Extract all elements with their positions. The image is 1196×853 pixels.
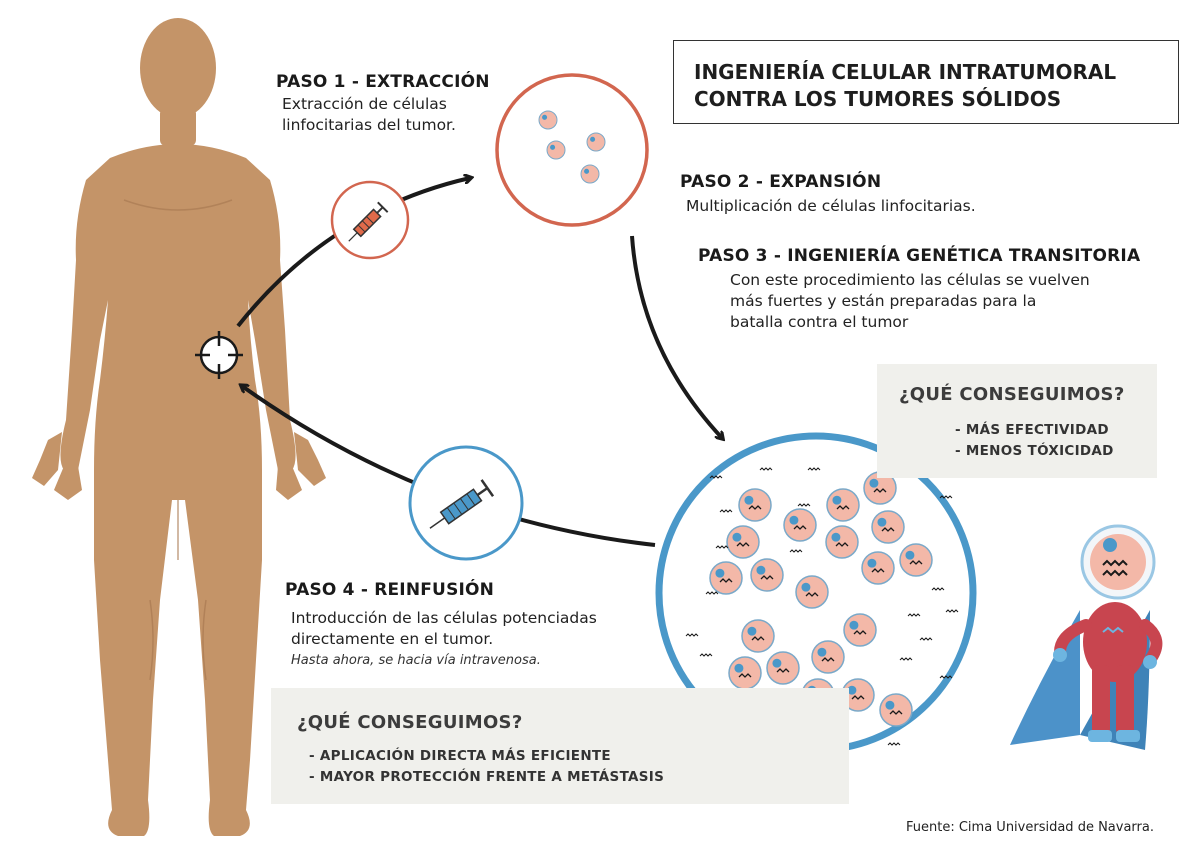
step-3: PASO 3 - INGENIERÍA GENÉTICA TRANSITORIA… bbox=[698, 246, 1140, 333]
tumor-marker-icon bbox=[939, 495, 953, 499]
gains-right-box: ¿QUÉ CONSEGUIMOS? - MÁS EFECTIVIDAD - ME… bbox=[877, 364, 1157, 478]
step-1: PASO 1 - EXTRACCIÓN Extracción de célula… bbox=[276, 72, 490, 136]
step-1-line-1: Extracción de células bbox=[282, 95, 447, 113]
step-3-line-3: batalla contra el tumor bbox=[730, 313, 909, 331]
lymphocyte-cell-icon bbox=[811, 640, 845, 674]
lymphocyte-cell-icon bbox=[750, 558, 784, 592]
step-3-title: PASO 3 - INGENIERÍA GENÉTICA TRANSITORIA bbox=[698, 246, 1141, 266]
lymphocyte-cell-icon bbox=[766, 651, 800, 685]
tumor-marker-icon bbox=[709, 475, 723, 479]
gains-bottom-item-2: - MAYOR PROTECCIÓN FRENTE A METÁSTASIS bbox=[309, 769, 665, 785]
step-4-line-1: Introducción de las células potenciadas bbox=[291, 609, 597, 627]
step-4: PASO 4 - REINFUSIÓN Introducción de las … bbox=[285, 580, 597, 668]
step-2-line-1: Multiplicación de células linfocitarias. bbox=[686, 197, 976, 215]
gains-right-item-1: - MÁS EFECTIVIDAD bbox=[955, 422, 1109, 438]
tumor-target-icon bbox=[195, 331, 243, 379]
step-3-line-2: más fuertes y están preparadas para la bbox=[730, 292, 1037, 310]
step-1-text: Extracción de células linfocitarias del … bbox=[282, 94, 490, 136]
step-3-line-1: Con este procedimiento las células se vu… bbox=[730, 271, 1090, 289]
lymphocyte-cell-icon bbox=[826, 488, 860, 522]
title-line-1: INGENIERÍA CELULAR INTRATUMORAL bbox=[694, 60, 1117, 84]
lymphocyte-cell-icon bbox=[783, 508, 817, 542]
lymphocyte-cell-icon bbox=[861, 551, 895, 585]
tumor-marker-icon bbox=[907, 613, 921, 617]
title-box: INGENIERÍA CELULAR INTRATUMORAL CONTRA L… bbox=[673, 40, 1179, 124]
step-4-line-2: directamente en el tumor. bbox=[291, 630, 494, 648]
lymphocyte-cell-icon bbox=[879, 693, 913, 727]
body-shading bbox=[123, 199, 233, 681]
lymphocyte-cell-icon bbox=[709, 561, 743, 595]
lymphocyte-cell-icon bbox=[825, 525, 859, 559]
gains-bottom-list: - APLICACIÓN DIRECTA MÁS EFICIENTE - MAY… bbox=[309, 746, 664, 788]
tumor-marker-icon bbox=[939, 675, 953, 679]
gains-right-item-2: - MENOS TÓXICIDAD bbox=[955, 443, 1114, 459]
step-1-line-2: linfocitarias del tumor. bbox=[282, 116, 456, 134]
step-3-text: Con este procedimiento las células se vu… bbox=[730, 270, 1140, 333]
gains-right-list: - MÁS EFECTIVIDAD - MENOS TÓXICIDAD bbox=[955, 420, 1114, 462]
lymphocyte-cell-icon bbox=[726, 525, 760, 559]
lymphocyte-cell-icon bbox=[538, 110, 558, 130]
step-1-title: PASO 1 - EXTRACCIÓN bbox=[276, 72, 490, 92]
lymphocyte-cell-icon bbox=[899, 543, 933, 577]
tumor-marker-icon bbox=[887, 742, 901, 746]
lymphocyte-cell-icon bbox=[741, 619, 775, 653]
tumor-marker-icon bbox=[719, 509, 733, 513]
title-line-2: CONTRA LOS TUMORES SÓLIDOS bbox=[694, 87, 1062, 111]
tumor-marker-icon bbox=[899, 657, 913, 661]
gains-bottom-item-1: - APLICACIÓN DIRECTA MÁS EFICIENTE bbox=[309, 748, 611, 764]
arrow-expansion bbox=[630, 235, 722, 438]
lymphocyte-cell-icon bbox=[728, 656, 762, 690]
step-4-note: Hasta ahora, se hacia vía intravenosa. bbox=[291, 653, 541, 668]
reinfusion-syringe-icon bbox=[408, 445, 524, 561]
gains-bottom-box: ¿QUÉ CONSEGUIMOS? - APLICACIÓN DIRECTA M… bbox=[271, 688, 849, 804]
tumor-marker-icon bbox=[699, 653, 713, 657]
step-4-text: Introducción de las células potenciadas … bbox=[291, 608, 597, 650]
lymphocyte-cell-icon bbox=[841, 678, 875, 712]
lymphocyte-cell-icon bbox=[843, 613, 877, 647]
extraction-syringe-icon bbox=[330, 180, 410, 260]
tumor-marker-icon bbox=[759, 467, 773, 471]
source-credit: Fuente: Cima Universidad de Navarra. bbox=[906, 820, 1154, 835]
tumor-marker-icon bbox=[931, 587, 945, 591]
superhero-cell-icon bbox=[1010, 524, 1163, 750]
tumor-marker-icon bbox=[797, 503, 811, 507]
tumor-marker-icon bbox=[789, 549, 803, 553]
tumor-marker-icon bbox=[807, 467, 821, 471]
lymphocyte-cell-icon bbox=[871, 510, 905, 544]
step-2: PASO 2 - EXPANSIÓN Multiplicación de cél… bbox=[680, 172, 976, 217]
tumor-marker-icon bbox=[715, 545, 729, 549]
gains-bottom-title: ¿QUÉ CONSEGUIMOS? bbox=[297, 712, 523, 733]
lymphocyte-cell-icon bbox=[546, 140, 566, 160]
lymphocyte-cell-icon bbox=[795, 575, 829, 609]
human-body bbox=[32, 18, 326, 836]
lymphocyte-cell-icon bbox=[586, 132, 606, 152]
lymphocyte-cell-icon bbox=[580, 164, 600, 184]
extracted-cells-circle bbox=[495, 73, 649, 227]
tumor-marker-icon bbox=[685, 633, 699, 637]
tumor-marker-icon bbox=[945, 609, 959, 613]
lymphocyte-cell-icon bbox=[738, 488, 772, 522]
gains-right-title: ¿QUÉ CONSEGUIMOS? bbox=[899, 384, 1125, 405]
tumor-cells-circle bbox=[655, 432, 977, 754]
tumor-marker-icon bbox=[919, 637, 933, 641]
tumor-marker-icon bbox=[705, 591, 719, 595]
step-4-title: PASO 4 - REINFUSIÓN bbox=[285, 580, 495, 600]
step-2-title: PASO 2 - EXPANSIÓN bbox=[680, 172, 882, 192]
